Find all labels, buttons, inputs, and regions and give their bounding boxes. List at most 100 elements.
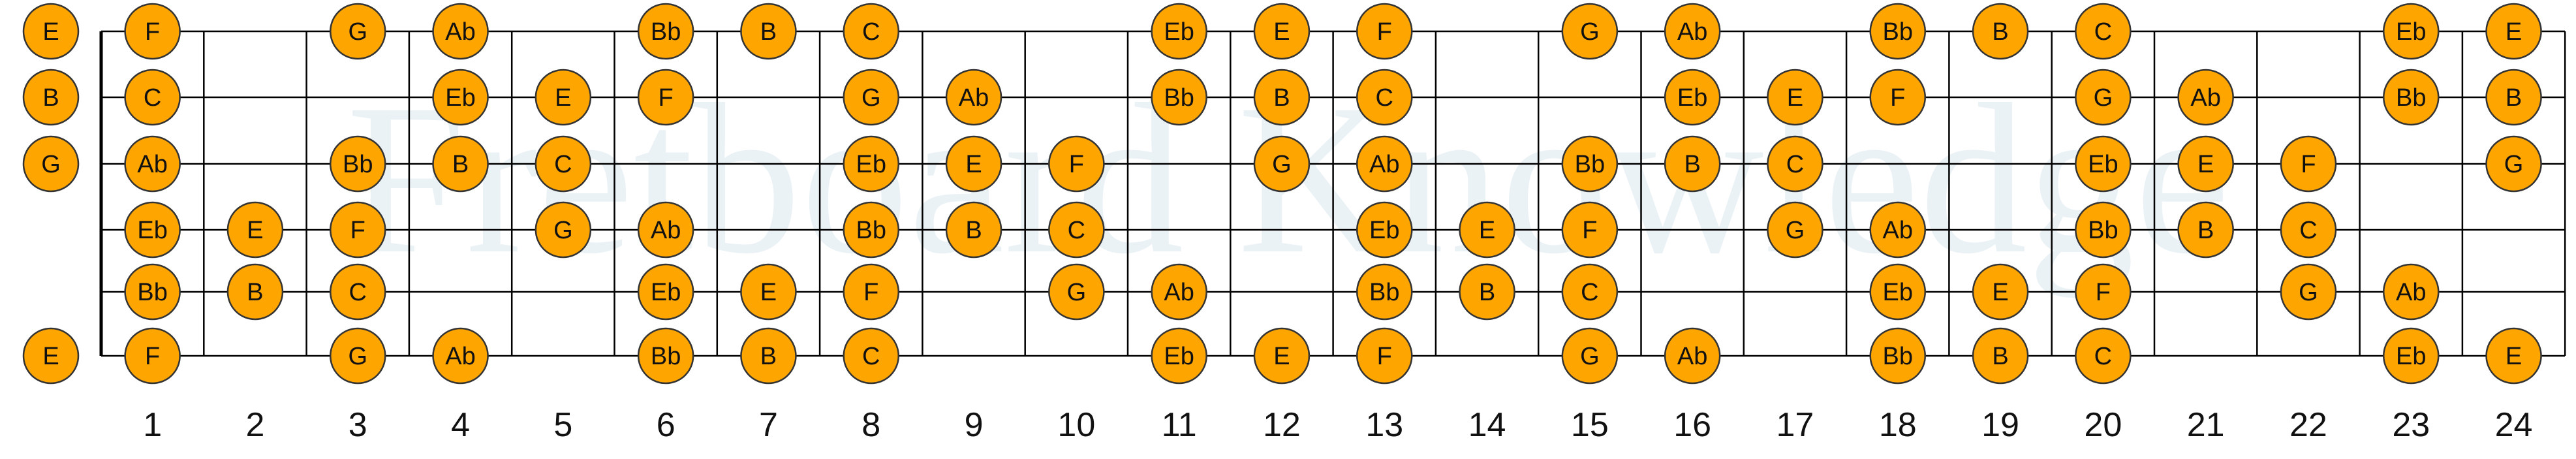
- fret-note: Eb: [124, 201, 181, 259]
- fret-note: B: [740, 3, 797, 60]
- fret-number: 22: [2289, 406, 2327, 444]
- fret-note: F: [637, 69, 694, 126]
- note-label: G: [2504, 151, 2524, 178]
- note-label: Eb: [1164, 18, 1194, 46]
- fret-number: 16: [1673, 406, 1711, 444]
- note-marker: [330, 327, 386, 385]
- note-marker: [535, 69, 592, 126]
- fret-number: 11: [1162, 406, 1197, 444]
- note-label: Bb: [1369, 279, 1399, 306]
- note-marker: [22, 3, 80, 60]
- fret-note: E: [2485, 3, 2542, 60]
- note-label: Eb: [651, 279, 681, 306]
- note-marker: [1972, 327, 2029, 385]
- fret-note: Eb: [1869, 263, 1926, 321]
- fret-note: B: [1972, 327, 2029, 385]
- fret-note: F: [1869, 69, 1926, 126]
- note-label: Ab: [2396, 279, 2426, 306]
- fret-number: 10: [1057, 406, 1095, 444]
- fret-note: Bb: [124, 263, 181, 321]
- note-label: E: [2197, 151, 2214, 178]
- note-marker: [843, 135, 899, 193]
- note-label: E: [1787, 84, 1803, 112]
- note-marker: [1561, 327, 1619, 385]
- fret-number: 12: [1263, 406, 1301, 444]
- note-label: F: [145, 18, 160, 46]
- fret-note: E: [1767, 69, 1823, 126]
- note-marker: [1869, 201, 1926, 259]
- fret-note: C: [2075, 327, 2132, 385]
- fret-number: 13: [1365, 406, 1403, 444]
- fret-note: E: [2485, 327, 2542, 385]
- note-label: Eb: [2088, 151, 2118, 178]
- note-label: E: [760, 279, 777, 306]
- note-label: F: [1377, 343, 1392, 370]
- note-label: Ab: [2190, 84, 2220, 112]
- note-marker: [945, 135, 1002, 193]
- note-marker: [2485, 69, 2542, 126]
- note-marker: [22, 69, 80, 126]
- note-marker: [1869, 3, 1926, 60]
- fret-note: F: [2280, 135, 2337, 193]
- note-label: Eb: [1164, 343, 1194, 370]
- note-marker: [1253, 135, 1311, 193]
- note-label: C: [1376, 84, 1393, 112]
- note-label: F: [1890, 84, 1905, 112]
- note-marker: [124, 3, 181, 60]
- note-label: Bb: [1883, 343, 1913, 370]
- note-marker: [22, 327, 80, 385]
- note-marker: [2075, 69, 2132, 126]
- fret-number: 14: [1468, 406, 1506, 444]
- fret-note: Ab: [1664, 327, 1721, 385]
- fret-note: B: [1253, 69, 1311, 126]
- note-label: Bb: [856, 217, 886, 244]
- note-label: G: [41, 151, 61, 178]
- fret-note: F: [843, 263, 899, 321]
- note-label: C: [1068, 217, 1085, 244]
- note-marker: [1253, 3, 1311, 60]
- note-label: Bb: [2396, 84, 2426, 112]
- note-label: E: [247, 217, 263, 244]
- fret-note: E: [1253, 3, 1311, 60]
- note-marker: [843, 327, 899, 385]
- note-marker: [843, 3, 899, 60]
- fret-note: Ab: [945, 69, 1002, 126]
- note-marker: [2485, 3, 2542, 60]
- note-marker: [1356, 263, 1413, 321]
- note-marker: [124, 201, 181, 259]
- note-marker: [2485, 327, 2542, 385]
- note-label: F: [350, 217, 365, 244]
- note-label: Eb: [1677, 84, 1707, 112]
- fret-note: Bb: [330, 135, 386, 193]
- fret-note: Eb: [432, 69, 489, 126]
- fret-note: C: [535, 135, 592, 193]
- note-label: Bb: [2088, 217, 2118, 244]
- string-lines: [101, 30, 2565, 357]
- fret-note: Bb: [1561, 135, 1619, 193]
- note-label: G: [1580, 343, 1600, 370]
- fret-note: C: [843, 3, 899, 60]
- fret-note: Eb: [2383, 3, 2440, 60]
- fret-note: G: [535, 201, 592, 259]
- fret-note: Eb: [1664, 69, 1721, 126]
- note-label: F: [659, 84, 674, 112]
- fret-number: 9: [965, 406, 984, 444]
- fret-note: G: [330, 327, 386, 385]
- fret-note: Eb: [1151, 3, 1207, 60]
- fret-note: F: [1356, 3, 1413, 60]
- fret-note: F: [2075, 263, 2132, 321]
- fret-note: Eb: [1356, 201, 1413, 259]
- note-label: Bb: [1164, 84, 1194, 112]
- note-label: E: [42, 18, 59, 46]
- note-label: Eb: [1369, 217, 1399, 244]
- note-label: G: [1067, 279, 1087, 306]
- note-marker: [1869, 327, 1926, 385]
- note-label: E: [1273, 18, 1290, 46]
- fret-number: 18: [1879, 406, 1917, 444]
- open-string-note: E: [22, 327, 80, 385]
- note-label: G: [1580, 18, 1600, 46]
- note-label: B: [1684, 151, 1700, 178]
- note-marker: [637, 3, 694, 60]
- fret-note: E: [1972, 263, 2029, 321]
- fret-number: 7: [759, 406, 778, 444]
